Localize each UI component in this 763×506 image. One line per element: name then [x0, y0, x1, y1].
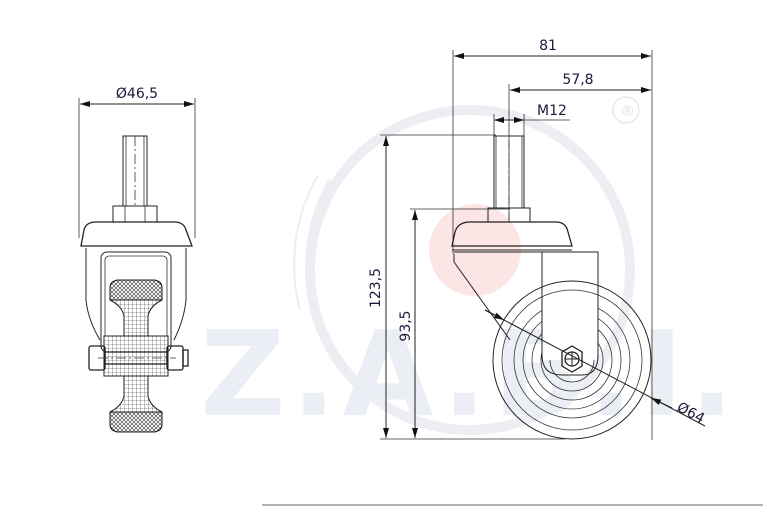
wheel-hub	[103, 335, 169, 377]
dim-label-thread: M12	[537, 103, 567, 119]
swivel-cap	[80, 221, 193, 247]
fork-body	[85, 248, 187, 341]
dim-label-width: Ø46,5	[116, 86, 158, 102]
dim-label-offset: 57,8	[562, 72, 593, 88]
side-swivel-cap	[451, 221, 573, 247]
dim-label-overall-height: 123,5	[368, 268, 384, 308]
watermark-text: Z.A.B.I.	[200, 305, 740, 443]
side-wheel	[492, 280, 652, 440]
watermark: Z.A.B.I. ®	[200, 96, 740, 443]
side-fork-leg	[453, 254, 511, 341]
stem-nut	[112, 205, 158, 223]
registered-mark-ring	[612, 96, 640, 124]
watermark-ring	[305, 105, 635, 435]
dim-label-plate-height: 93,5	[398, 310, 414, 341]
dim-label-length: 81	[539, 38, 557, 54]
registered-mark: ®	[620, 102, 635, 120]
front-view: Ø46,5	[78, 86, 196, 433]
side-axle-hex-nut	[561, 345, 583, 373]
